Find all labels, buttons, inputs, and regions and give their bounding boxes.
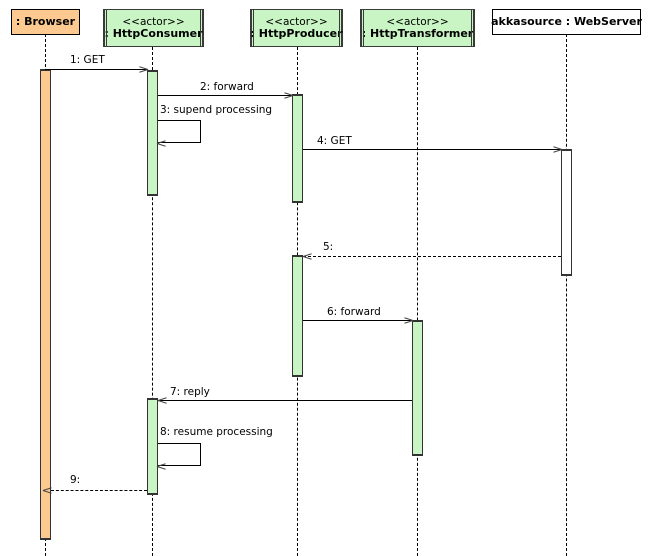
message-label-5: 5:	[323, 241, 334, 253]
lifeline-stereotype-httpproducer: <<actor>>	[265, 15, 328, 28]
message-arrowhead-9	[42, 486, 52, 495]
message-line-6	[303, 320, 412, 321]
lifeline-stereotype-httptransformer: <<actor>>	[386, 15, 449, 28]
message-arrowhead-5	[302, 252, 312, 261]
message-label-6: 6: forward	[327, 306, 381, 318]
message-label-7: 7: reply	[170, 386, 210, 398]
lifeline-header-httpproducer[interactable]: <<actor>> : HttpProducer	[250, 9, 343, 47]
message-arrowhead-7	[157, 396, 167, 405]
lifeline-header-browser[interactable]: : Browser	[11, 9, 80, 35]
message-line-1	[45, 69, 147, 70]
lifeline-name-webserver: akkasource : WebServer	[491, 14, 642, 28]
message-arrowhead-6	[404, 316, 414, 325]
message-label-9: 9:	[70, 474, 81, 486]
message-arrowhead-2	[284, 91, 294, 100]
message-label-8: 8: resume processing	[160, 426, 273, 438]
lifeline-line-httpconsumer	[152, 47, 153, 556]
lifeline-name-httpconsumer: : HttpConsumer	[104, 26, 203, 40]
lifeline-stereotype-httpconsumer: <<actor>>	[122, 15, 185, 28]
activation-bar-webserver-1	[561, 149, 572, 276]
lifeline-header-httptransformer[interactable]: <<actor>> : HttpTransformer	[360, 9, 475, 47]
lifeline-line-webserver	[566, 34, 567, 556]
message-self-box-3	[158, 120, 201, 143]
message-label-3: 3: supend processing	[160, 104, 273, 116]
activation-bar-httpconsumer-2	[147, 398, 158, 495]
lifeline-header-httpconsumer[interactable]: <<actor>> : HttpConsumer	[103, 9, 204, 47]
message-label-1: 1: GET	[70, 54, 105, 66]
message-line-9	[51, 490, 147, 491]
message-line-7	[158, 400, 412, 401]
message-arrowhead-3	[156, 139, 166, 148]
lifeline-name-httpproducer: : HttpProducer	[250, 26, 343, 40]
message-self-box-8	[158, 443, 201, 466]
lifeline-header-webserver[interactable]: akkasource : WebServer	[491, 9, 642, 35]
message-label-4: 4: GET	[317, 135, 352, 147]
message-line-4	[303, 149, 561, 150]
lifeline-name-browser: : Browser	[15, 14, 76, 28]
lifeline-name-httptransformer: : HttpTransformer	[361, 26, 474, 40]
activation-bar-httpproducer-2	[292, 255, 303, 377]
activation-bar-httptransformer-1	[412, 320, 423, 456]
lifeline-line-httptransformer	[417, 47, 418, 556]
message-arrowhead-4	[553, 145, 563, 154]
message-label-2: 2: forward	[200, 81, 254, 93]
message-line-5	[303, 256, 561, 257]
activation-bar-browser	[40, 69, 51, 540]
message-arrowhead-1	[139, 65, 149, 74]
message-line-2	[158, 95, 292, 96]
message-arrowhead-8	[156, 462, 166, 471]
activation-bar-httpproducer-1	[292, 94, 303, 203]
activation-bar-httpconsumer-1	[147, 70, 158, 196]
